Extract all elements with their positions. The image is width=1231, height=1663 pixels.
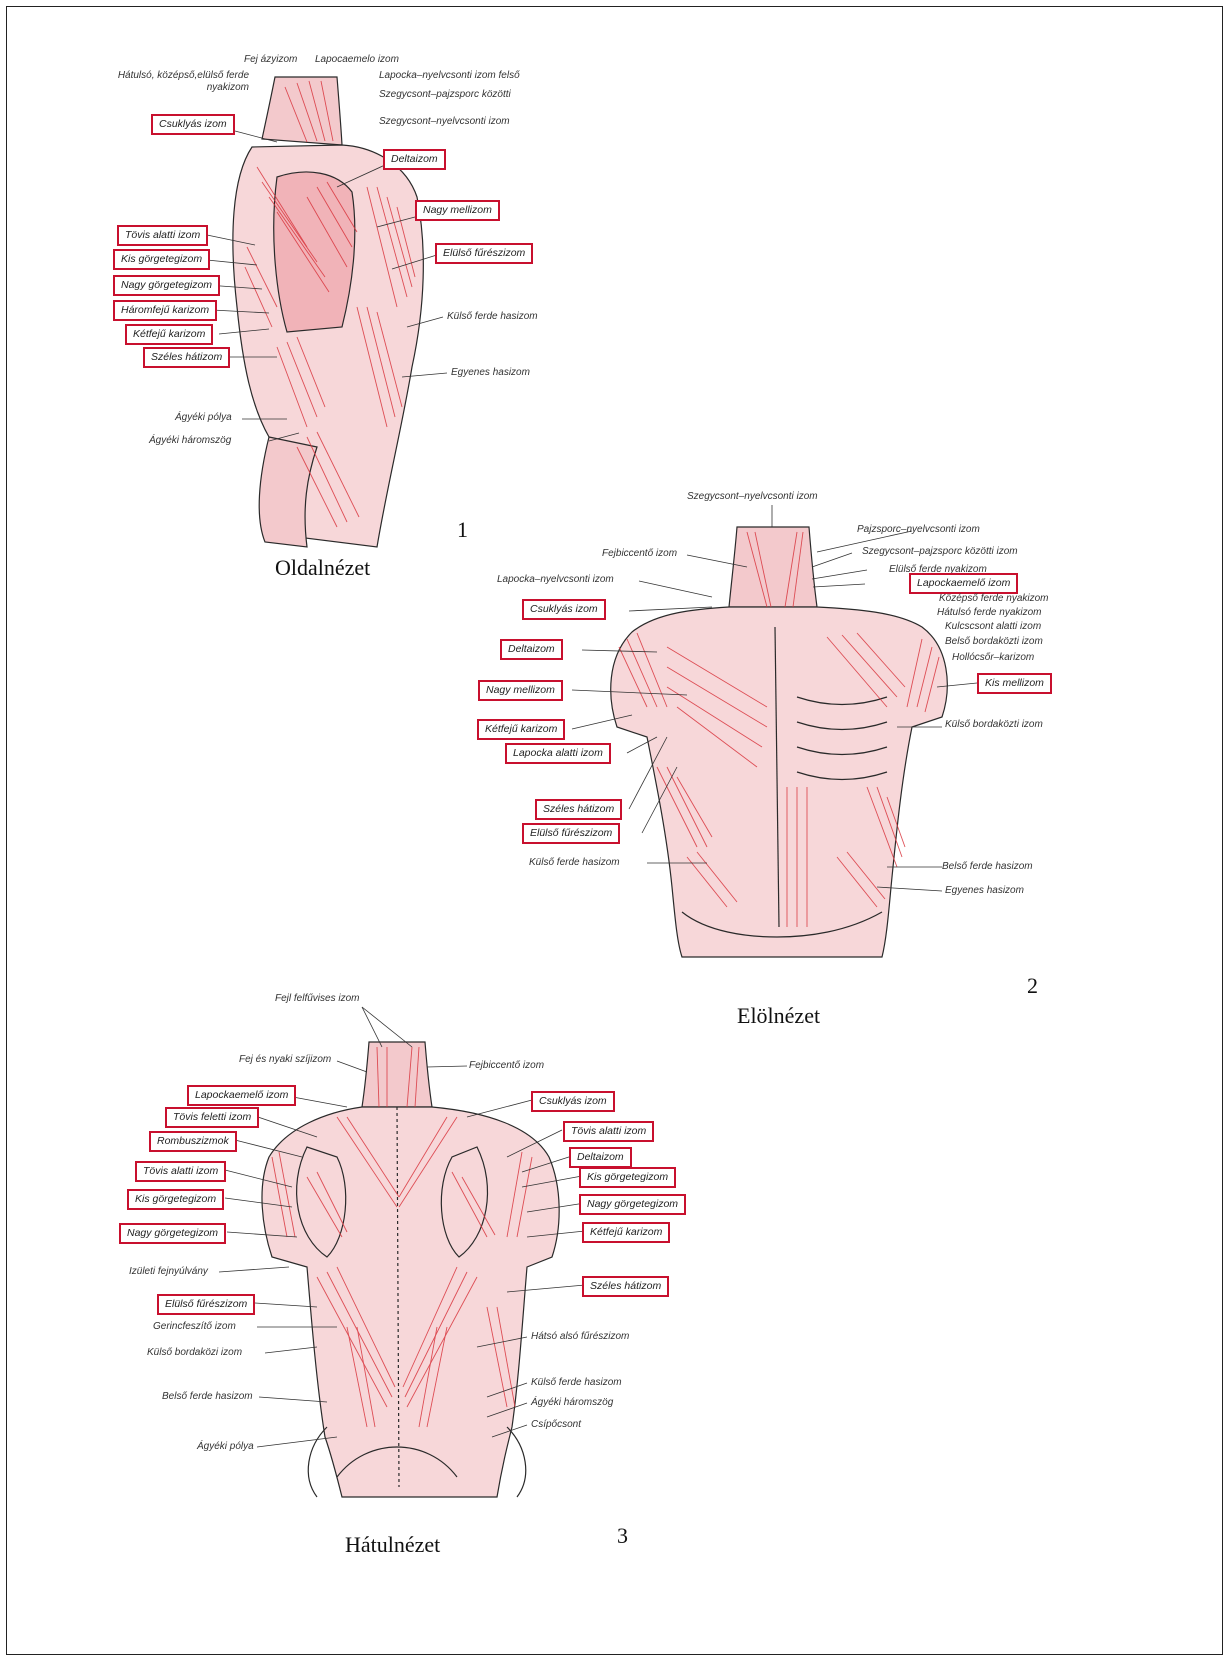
label-fig3-13: Nagy görgetegizom xyxy=(119,1223,226,1244)
label-fig3-3: Lapockaemelő izom xyxy=(187,1085,296,1106)
label-fig3-6: Tövis alatti izom xyxy=(563,1121,654,1142)
label-fig3-19: Hátsó alsó fűrészizom xyxy=(531,1331,629,1343)
label-fig3-2: Fejbiccentő izom xyxy=(469,1060,544,1072)
label-fig3-24: Csípőcsont xyxy=(531,1419,581,1431)
page-frame: Fej ázyizom Lapocaemelo izom Hátulsó, kö… xyxy=(6,6,1223,1655)
figure-back-view: Fejl felfűvises izom Fej és nyaki szíjiz… xyxy=(7,7,1224,1656)
label-fig3-10: Kis görgetegizom xyxy=(579,1167,676,1188)
label-fig3-0: Fejl felfűvises izom xyxy=(275,993,359,1005)
label-fig3-8: Deltaizom xyxy=(569,1147,632,1168)
label-fig3-17: Elülső fűrészizom xyxy=(157,1294,255,1315)
label-fig3-1: Fej és nyaki szíjizom xyxy=(239,1054,331,1066)
label-fig3-23: Belső ferde hasizom xyxy=(162,1391,253,1403)
label-fig3-5: Tövis feletti izom xyxy=(165,1107,259,1128)
label-fig3-7: Rombuszizmok xyxy=(149,1131,237,1152)
label-fig3-4: Csuklyás izom xyxy=(531,1091,615,1112)
label-fig3-15: Izületi fejnyúlvány xyxy=(129,1266,208,1278)
label-fig3-18: Gerincfeszítő izom xyxy=(153,1321,236,1333)
figure-number-3: 3 xyxy=(617,1523,628,1549)
back-view-illustration xyxy=(7,7,1224,1656)
label-fig3-22: Ágyéki háromszög xyxy=(531,1397,613,1409)
label-fig3-25: Ágyéki pólya xyxy=(197,1441,254,1453)
label-fig3-21: Külső ferde hasizom xyxy=(531,1377,622,1389)
label-fig3-16: Széles hátizom xyxy=(582,1276,669,1297)
label-fig3-9: Tövis alatti izom xyxy=(135,1161,226,1182)
label-fig3-11: Kis görgetegizom xyxy=(127,1189,224,1210)
label-fig3-14: Kétfejű karizom xyxy=(582,1222,670,1243)
figure-caption-3: Hátulnézet xyxy=(345,1532,440,1558)
label-fig3-20: Külső bordaközi izom xyxy=(147,1347,242,1359)
label-fig3-12: Nagy görgetegizom xyxy=(579,1194,686,1215)
